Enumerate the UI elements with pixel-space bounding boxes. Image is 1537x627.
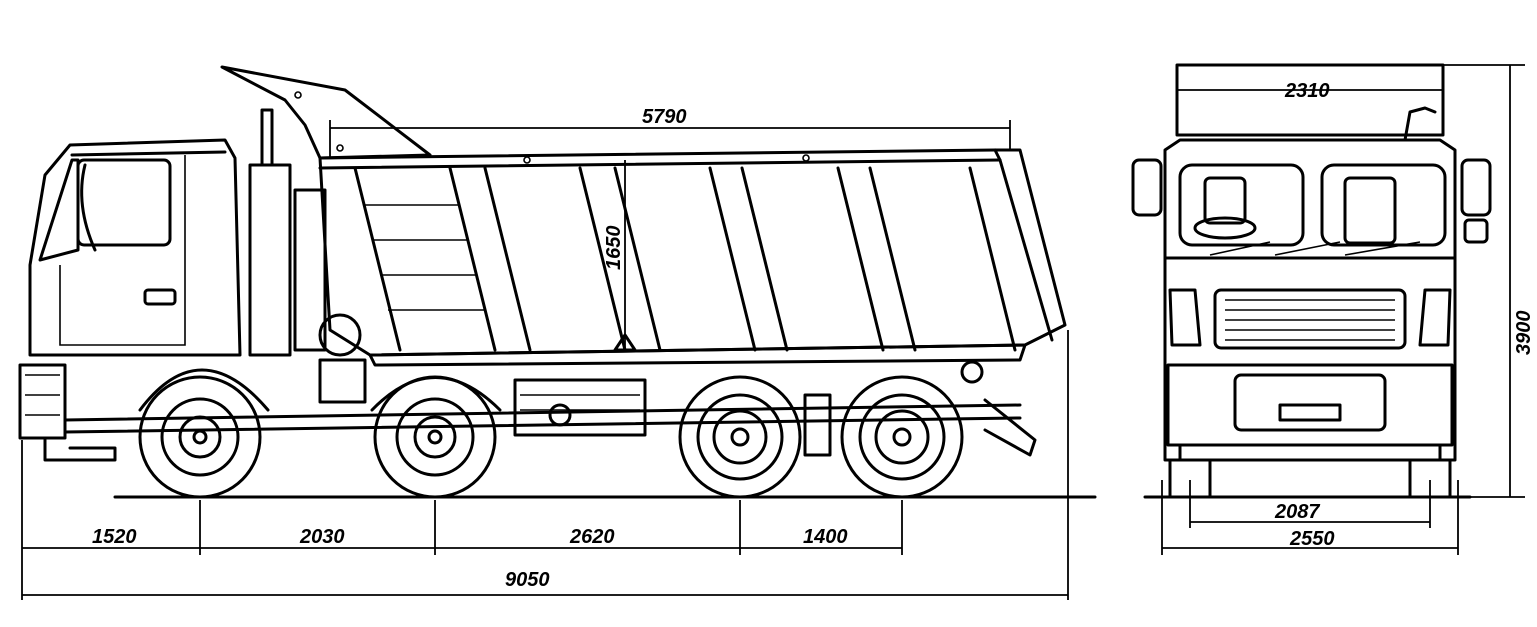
label-overall-height: 3900: [1513, 311, 1535, 356]
label-body-width: 2310: [1284, 80, 1330, 102]
dim-axle-chain: 1520 2030 2620 1400: [21, 440, 903, 600]
cab-shield: [220, 65, 432, 160]
wheel-1: [138, 375, 262, 499]
dim-body-width: 2310: [1177, 80, 1443, 102]
front-view: 2310 3900 2087 2550: [1131, 63, 1535, 555]
exhaust-stack: [248, 108, 362, 357]
rear-fender-2: [370, 376, 502, 412]
side-view: 5790 1650 1520 2030 2620 1400 9050: [18, 65, 1097, 600]
label-wheelbase-2-3: 2620: [569, 526, 615, 548]
wheel-2: [373, 375, 497, 499]
dim-overall-length: 9050: [22, 330, 1069, 600]
dim-body-length: 5790: [329, 106, 1011, 158]
dim-overall-width: 2550: [1161, 480, 1459, 555]
front-body-box: [1175, 63, 1445, 137]
label-body-length: 5790: [642, 106, 687, 128]
wheel-3: [678, 375, 802, 499]
label-front-overhang: 1520: [92, 526, 137, 548]
cab: [18, 138, 242, 462]
label-overall-width: 2550: [1289, 528, 1335, 550]
dim-overall-height: 3900: [1443, 64, 1535, 498]
dump-body: [318, 148, 1067, 367]
label-body-height: 1650: [603, 226, 625, 271]
chassis: [63, 358, 1037, 457]
front-fender: [138, 368, 270, 412]
dim-body-height: 1650: [603, 160, 637, 352]
wheel-4: [840, 375, 964, 499]
label-track-width: 2087: [1274, 501, 1320, 523]
label-wheelbase-1-2: 2030: [299, 526, 345, 548]
label-wheelbase-3-4: 1400: [803, 526, 848, 548]
front-cab: [1131, 106, 1492, 462]
label-overall-length: 9050: [505, 569, 550, 591]
dim-track-width: 2087: [1189, 480, 1431, 528]
